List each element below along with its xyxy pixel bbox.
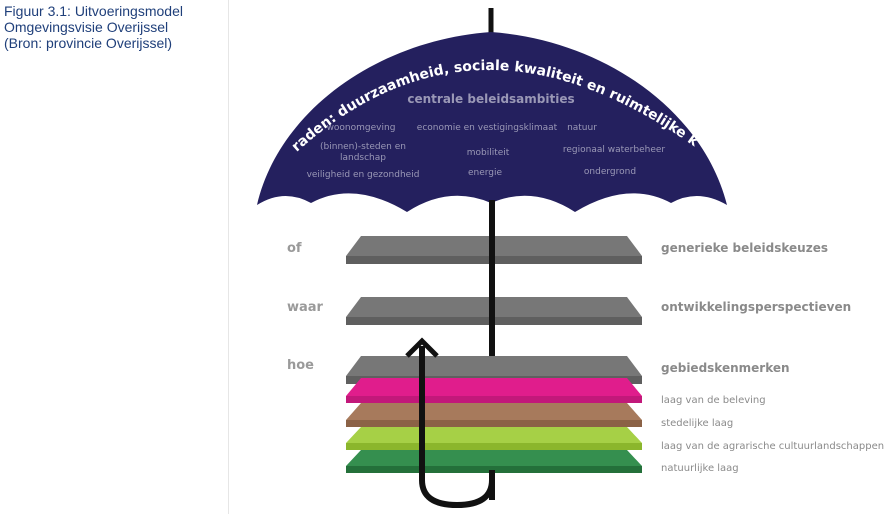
ambition-binnensteden-1: (binnen)-steden en xyxy=(320,142,406,152)
caption-line-1: Figuur 3.1: Uitvoeringsmodel xyxy=(4,3,183,19)
label-ontwikkelingsperspectieven: ontwikkelingsperspectieven xyxy=(661,300,851,314)
ambition-waterbeheer: regionaal waterbeheer xyxy=(563,145,666,155)
label-stedelijke-laag: stedelijke laag xyxy=(661,418,733,429)
label-gebiedskenmerken: gebiedskenmerken xyxy=(661,361,790,375)
ambition-economie: economie en vestigingsklimaat xyxy=(417,123,558,133)
arrow-up-icon xyxy=(405,337,439,358)
ambition-ondergrond: ondergrond xyxy=(584,167,636,177)
label-of: of xyxy=(287,241,302,256)
label-generieke-beleidskeuzes: generieke beleidskeuzes xyxy=(661,241,828,255)
label-natuurlijke-laag: natuurlijke laag xyxy=(661,463,739,474)
layer-stedelijk xyxy=(346,403,642,427)
label-waar: waar xyxy=(287,300,324,315)
umbrella-canopy xyxy=(257,32,727,212)
label-laag-beleving: laag van de beleving xyxy=(661,395,766,406)
ambition-binnensteden-2: landschap xyxy=(340,153,386,163)
ambition-energie: energie xyxy=(468,168,503,178)
umbrella-hook xyxy=(419,346,495,509)
figure-caption: Figuur 3.1: Uitvoeringsmodel Omgevingsvi… xyxy=(4,3,226,51)
diagram-canvas: rode draden: duurzaamheid, sociale kwali… xyxy=(229,0,884,509)
layer-natuurlijk xyxy=(346,450,642,473)
umbrella-diagram: rode draden: duurzaamheid, sociale kwali… xyxy=(228,0,891,514)
ambition-natuur: natuur xyxy=(567,123,597,133)
ambition-woonomgeving: woonomgeving xyxy=(327,123,396,133)
ambition-mobiliteit: mobiliteit xyxy=(467,148,510,158)
umbrella-shaft xyxy=(489,200,495,500)
center-title: centrale beleidsambities xyxy=(407,92,574,106)
layer-beleving xyxy=(346,378,642,403)
label-laag-agrarisch: laag van de agrarische cultuurlandschapp… xyxy=(661,441,884,452)
caption-line-3: (Bron: provincie Overijssel) xyxy=(4,35,173,51)
ambition-veiligheid: veiligheid en gezondheid xyxy=(307,170,420,180)
caption-line-2: Omgevingsvisie Overijssel xyxy=(4,19,169,35)
layer-agrarisch xyxy=(346,427,642,450)
label-hoe: hoe xyxy=(287,358,314,373)
